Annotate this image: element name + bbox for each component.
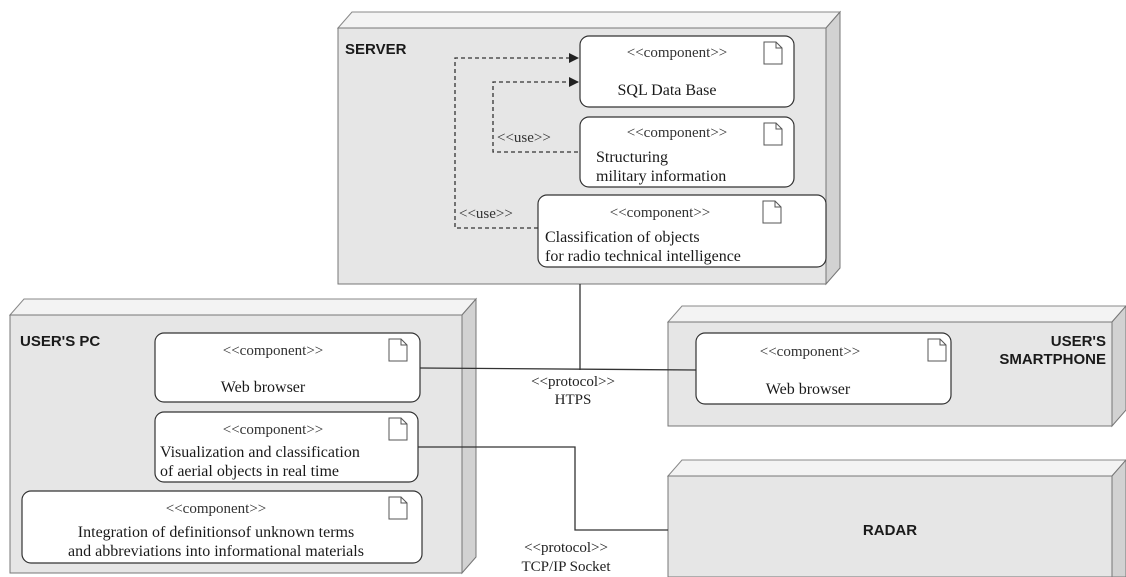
smartphone-web-browser-stereotype: <<component>>	[760, 344, 861, 360]
document-icon	[927, 338, 947, 362]
https-protocol-name: HTPS	[555, 392, 592, 408]
smartphone-node-top	[666, 305, 1126, 323]
visualization-stereotype: <<component>>	[223, 422, 324, 438]
tcp-link-line	[418, 446, 668, 531]
structuring-label-line2: military information	[596, 168, 726, 185]
classification-box	[537, 194, 827, 268]
structuring-label-line1: Structuring	[596, 149, 668, 166]
structuring-box	[579, 116, 795, 188]
classification-to-sql-dependency	[454, 53, 579, 229]
smartphone-node-title-line1: USER'S	[1051, 333, 1106, 350]
radar-node-title: RADAR	[863, 522, 917, 539]
radar-node: RADAR	[666, 459, 1126, 577]
radar-node-side	[1111, 459, 1126, 577]
smartphone-web-browser-box	[695, 332, 952, 405]
smartphone-node-side	[1111, 305, 1126, 428]
dependency-arrows: <<use>> <<use>>	[454, 53, 579, 229]
pc-web-browser-label: Web browser	[221, 379, 306, 396]
smartphone-node-title-line2: SMARTPHONE	[999, 351, 1106, 368]
document-icon	[763, 41, 783, 65]
connections	[418, 284, 697, 531]
radar-node-front	[667, 475, 1113, 577]
visualization-label-line2: of aerial objects in real time	[160, 463, 339, 480]
component-visualization[interactable]: <<component>> Visualization and classifi…	[154, 411, 419, 483]
component-structuring[interactable]: <<component>> Structuring military infor…	[579, 116, 795, 188]
sql-database-box	[579, 35, 795, 108]
users-pc-node-title: USER'S PC	[20, 333, 100, 350]
visualization-label-line1: Visualization and classification	[160, 444, 360, 461]
server-node-side	[825, 10, 841, 286]
document-icon	[388, 338, 408, 362]
integration-box	[21, 490, 423, 564]
component-classification[interactable]: <<component>> Classification of objects …	[537, 194, 827, 268]
https-protocol-stereotype: <<protocol>>	[531, 374, 615, 390]
use-label-classification: <<use>>	[459, 206, 513, 222]
structuring-stereotype: <<component>>	[627, 125, 728, 141]
server-node-title: SERVER	[345, 41, 407, 58]
component-sql-database[interactable]: <<component>> SQL Data Base	[579, 35, 795, 108]
sql-database-stereotype: <<component>>	[627, 45, 728, 61]
pc-web-browser-box	[154, 332, 421, 403]
document-icon	[388, 496, 408, 520]
document-icon	[388, 417, 408, 441]
https-link-line	[419, 367, 697, 371]
classification-label-line1: Classification of objects	[545, 229, 700, 246]
pc-web-browser-stereotype: <<component>>	[223, 343, 324, 359]
classification-stereotype: <<component>>	[610, 205, 711, 221]
structuring-to-sql-dependency	[492, 77, 579, 153]
document-icon	[763, 122, 783, 146]
radar-node-top	[666, 459, 1126, 477]
users-pc-node-top	[8, 298, 478, 316]
visualization-box	[154, 411, 419, 483]
component-pc-web-browser[interactable]: <<component>> Web browser	[154, 332, 421, 403]
https-protocol-label: <<protocol>> HTPS	[531, 374, 615, 408]
smartphone-web-browser-label: Web browser	[766, 381, 851, 398]
classification-label-line2: for radio technical intelligence	[545, 248, 741, 265]
tcp-protocol-label: <<protocol>> TCP/IP Socket	[521, 540, 611, 575]
users-pc-node-side	[461, 297, 477, 575]
sql-database-label: SQL Data Base	[618, 82, 717, 99]
component-smartphone-web-browser[interactable]: <<component>> Web browser	[695, 332, 952, 405]
tcp-protocol-name: TCP/IP Socket	[521, 559, 611, 575]
server-node-top	[336, 11, 842, 29]
use-label-structuring: <<use>>	[497, 130, 551, 146]
integration-label-line2: and abbreviations into informational mat…	[68, 543, 364, 560]
integration-stereotype: <<component>>	[166, 501, 267, 517]
document-icon	[762, 200, 782, 224]
component-integration[interactable]: <<component>> Integration of definitions…	[21, 490, 423, 564]
tcp-protocol-stereotype: <<protocol>>	[524, 540, 608, 556]
integration-label-line1: Integration of definitionsof unknown ter…	[78, 524, 354, 541]
